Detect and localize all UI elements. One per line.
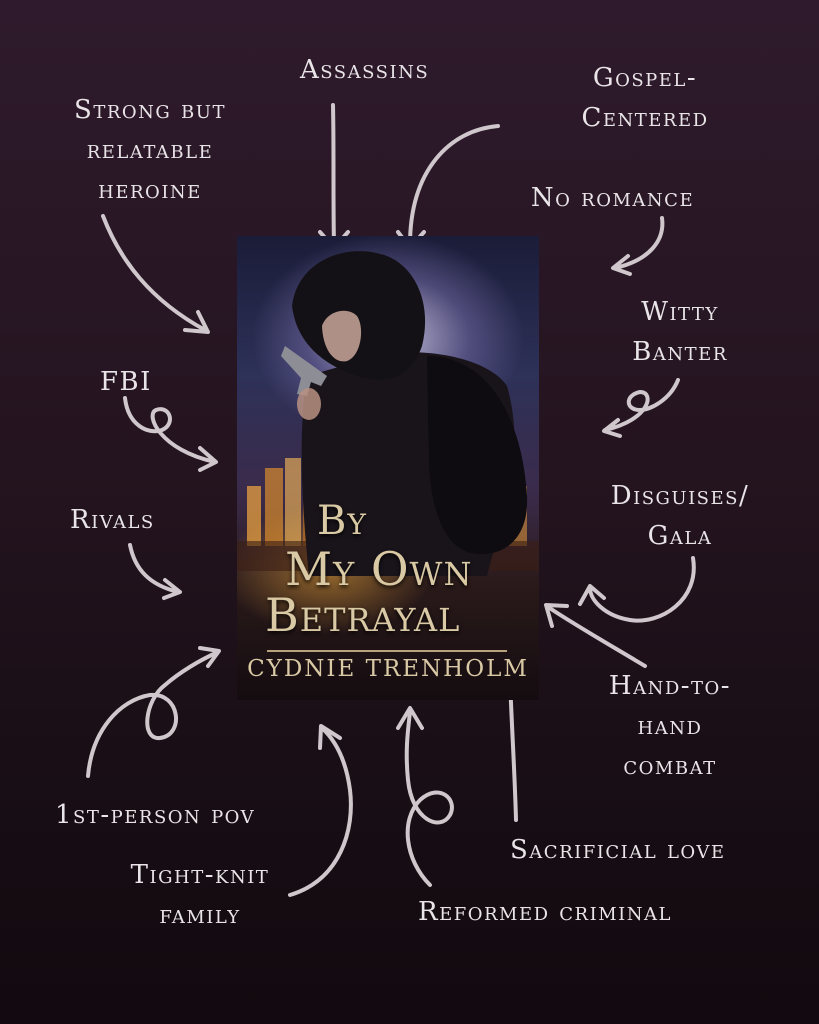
book-cover: By My Own Betrayal CYDNIE TRENHOLM	[237, 236, 539, 700]
arrow-hand	[544, 603, 647, 668]
hooded-figure-illustration	[281, 251, 528, 576]
arrow-gospel	[396, 124, 500, 250]
label-sacrificial-love: Sacrificial love	[510, 835, 726, 865]
cover-divider	[267, 650, 507, 652]
cover-author: CYDNIE TRENHOLM	[247, 656, 529, 682]
arrow-family	[288, 724, 353, 897]
label-gospel-centered: Gospel- Centered	[581, 63, 709, 133]
cover-title-line-1: By	[317, 498, 367, 544]
arrow-pov	[86, 646, 221, 778]
arrow-assassins	[318, 103, 350, 250]
arrow-heroine	[101, 214, 210, 334]
arrow-no-romance	[611, 216, 665, 276]
arrow-witty	[602, 378, 680, 438]
label-no-romance: No romance	[530, 183, 695, 213]
arrow-rivals	[128, 543, 182, 600]
label-strong-heroine: Strong but relatable heroine	[74, 95, 226, 205]
arrow-disguises	[578, 556, 696, 623]
label-fbi: FBI	[100, 367, 152, 397]
label-hand-to-hand-combat: Hand-to- hand combat	[608, 671, 732, 781]
label-assassins: Assassins	[300, 55, 430, 85]
label-tight-knit-family: Tight-knit family	[130, 860, 270, 930]
cover-title-line-3: Betrayal	[265, 588, 461, 642]
label-disguises-gala: Disguises/ Gala	[610, 481, 750, 551]
label-witty-banter: Witty Banter	[632, 297, 728, 367]
arrow-fbi	[123, 396, 218, 472]
arrow-reformed	[396, 706, 454, 887]
label-reformed-criminal: Reformed criminal	[418, 897, 672, 927]
cover-title-line-2: My Own	[285, 542, 473, 596]
label-rivals: Rivals	[70, 505, 155, 535]
label-first-person-pov: 1st-person pov	[55, 800, 256, 830]
